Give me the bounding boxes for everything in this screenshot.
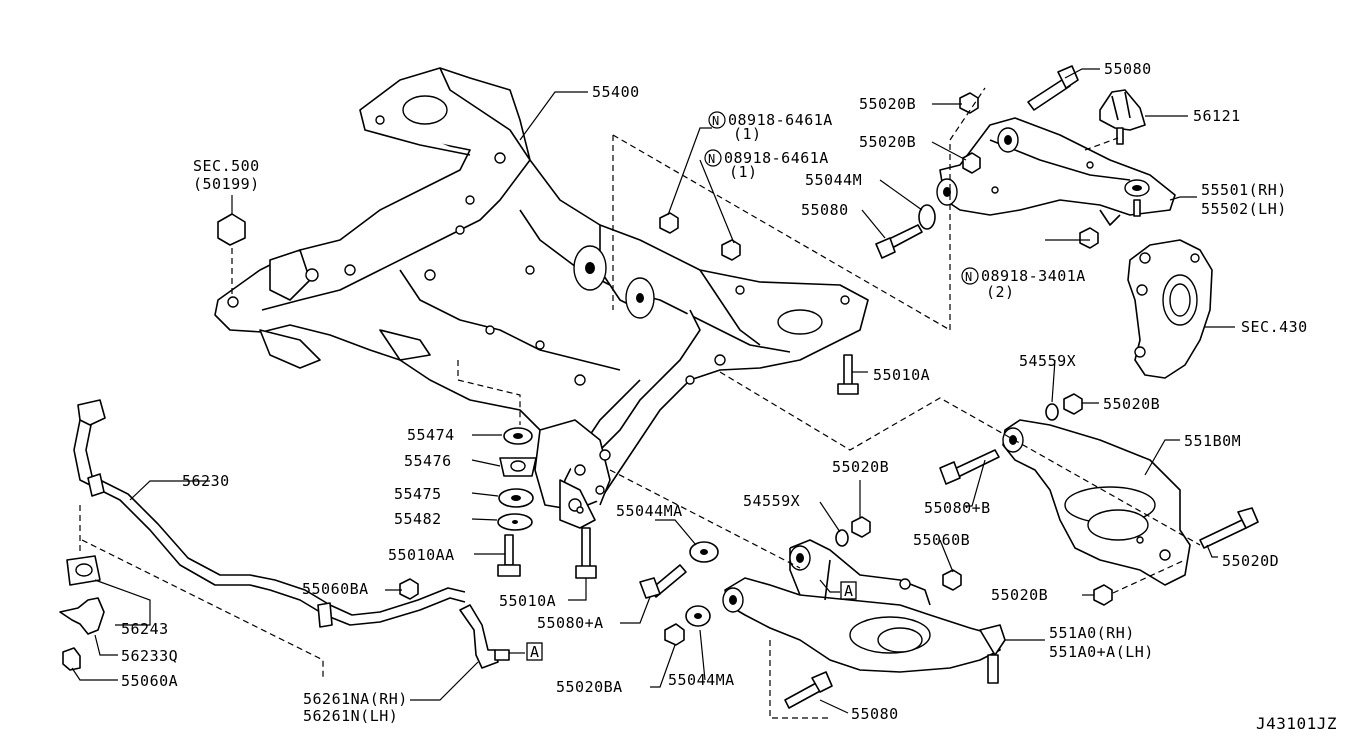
label-56230: 56230 (182, 472, 230, 490)
label-56261NA: 56261NA(RH) (303, 690, 408, 708)
label-n2-part: 08918-6461A (724, 149, 829, 167)
label-55080-a: 55080 (801, 201, 849, 219)
label-55020B-c: 55020B (1103, 395, 1160, 413)
label-sec500-ref: (50199) (193, 175, 260, 193)
label-55044MA-a: 55044MA (616, 502, 683, 520)
label-n3-part: 08918-3401A (981, 267, 1086, 285)
label-55080-b: 55080 (1104, 60, 1152, 78)
label-551A0: 551A0(RH) (1049, 624, 1135, 642)
ref-a-lower: A (530, 643, 540, 661)
label-55044MA-b: 55044MA (668, 671, 735, 689)
label-sec430: SEC.430 (1241, 318, 1308, 336)
stabilizer-bushing (66, 555, 101, 586)
label-56233Q: 56233Q (121, 647, 178, 665)
label-55400: 55400 (592, 83, 640, 101)
label-n1-qty: (1) (733, 125, 762, 143)
label-n3-qty: (2) (986, 283, 1015, 301)
suspension-member (214, 67, 869, 529)
label-551B0M: 551B0M (1184, 432, 1241, 450)
label-55474: 55474 (407, 426, 455, 444)
label-55060BA: 55060BA (302, 580, 369, 598)
label-55482: 55482 (394, 510, 442, 528)
label-55475: 55475 (394, 485, 442, 503)
upper-link-arm (936, 117, 1176, 226)
label-n2-qty: (1) (729, 163, 758, 181)
label-55010A-b: 55010A (499, 592, 556, 610)
nut-symbol-1: N (712, 114, 720, 128)
label-56243: 56243 (121, 620, 169, 638)
fasteners (62, 65, 1259, 709)
label-54559X-a: 54559X (1019, 352, 1076, 370)
label-55020B-e: 55020B (991, 586, 1048, 604)
leader-lines (71, 68, 1235, 714)
label-55020B-b: 55020B (859, 133, 916, 151)
stabilizer-link (459, 604, 510, 669)
label-55060A: 55060A (121, 672, 178, 690)
label-56121: 56121 (1193, 107, 1241, 125)
label-55020D: 55020D (1222, 552, 1279, 570)
ball-joint-boot (1099, 89, 1146, 145)
label-55476: 55476 (404, 452, 452, 470)
label-55010A: 55010A (873, 366, 930, 384)
nut-symbol-3: N (965, 270, 973, 284)
ref-box-a (840, 581, 857, 600)
callout-labels: 55400 SEC.500 (50199) 08918-6461A (1) 08… (121, 60, 1337, 733)
label-55080-c: 55080 (851, 705, 899, 723)
nut-circle-icon (708, 111, 726, 129)
label-sec500: SEC.500 (193, 157, 260, 175)
label-n1-part: 08918-6461A (728, 111, 833, 129)
label-55020B-a: 55020B (859, 95, 916, 113)
label-55060B: 55060B (913, 531, 970, 549)
assembly-lines (79, 87, 1201, 719)
label-55502: 55502(LH) (1201, 200, 1287, 218)
stabilizer-clamp (59, 597, 105, 635)
lower-link-arm-front (722, 539, 1006, 684)
ref-a-upper: A (844, 582, 854, 600)
label-55501: 55501(RH) (1201, 181, 1287, 199)
nut-symbol-2: N (708, 152, 716, 166)
label-551A0A: 551A0+A(LH) (1049, 643, 1154, 661)
label-55080A: 55080+A (537, 614, 604, 632)
label-55010AA: 55010AA (388, 546, 455, 564)
nut-circle-icon (704, 149, 722, 167)
label-56261N: 56261N(LH) (303, 707, 398, 725)
stabilizer-bar (73, 399, 466, 628)
nut-circle-icon (961, 267, 979, 285)
label-55044M: 55044M (805, 171, 862, 189)
label-55080B: 55080+B (924, 499, 991, 517)
lower-link-arm-rear (1002, 419, 1191, 586)
diagram-code: J43101JZ (1256, 714, 1337, 733)
label-54559X-b: 54559X (743, 492, 800, 510)
label-55020BA: 55020BA (556, 678, 623, 696)
nut-symbols: N N N (704, 111, 979, 285)
label-55020B-d: 55020B (832, 458, 889, 476)
ref-box-a (526, 642, 543, 661)
steering-knuckle (1127, 239, 1213, 379)
ref-boxes: A A (526, 581, 857, 661)
